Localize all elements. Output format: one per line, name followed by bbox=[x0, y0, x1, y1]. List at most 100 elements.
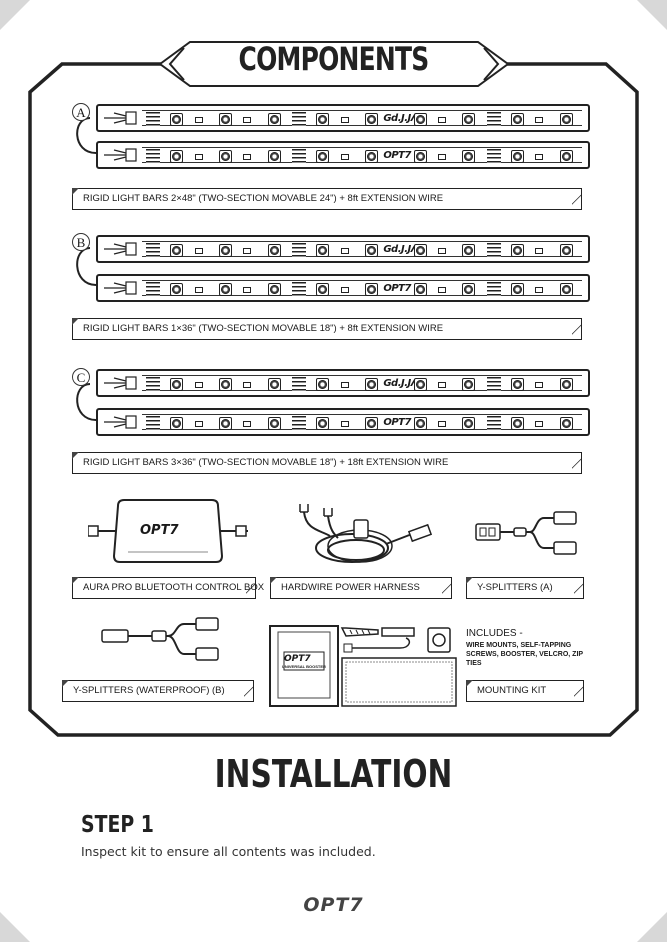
resistor-icon bbox=[340, 248, 349, 254]
power-harness-caption: HARDWIRE POWER HARNESS bbox=[270, 577, 452, 599]
bar-segment-icon bbox=[146, 377, 160, 393]
led-chip-icon bbox=[170, 113, 184, 126]
resistor-icon bbox=[194, 154, 203, 160]
resistor-icon bbox=[243, 117, 252, 123]
light-bar-b-top: Gd.J.JΛ bbox=[96, 235, 590, 263]
bar-segment-icon bbox=[292, 282, 306, 298]
led-chip-icon bbox=[219, 113, 232, 126]
resistor-icon bbox=[438, 248, 446, 254]
resistor-icon bbox=[535, 248, 544, 254]
bar-segment-icon bbox=[486, 377, 501, 393]
led-chip-icon bbox=[316, 150, 330, 163]
bar-logo: Gd.J.JΛ bbox=[383, 244, 418, 255]
bar-segment-icon bbox=[146, 282, 160, 298]
kit-a-badge: A bbox=[72, 103, 90, 121]
step-text: Inspect kit to ensure all contents was i… bbox=[81, 844, 376, 859]
kit-b-badge: B bbox=[72, 233, 90, 251]
led-chip-icon bbox=[365, 113, 378, 126]
led-chip-icon bbox=[511, 378, 524, 391]
kit-c-badge: C bbox=[72, 368, 90, 386]
led-chip-icon bbox=[413, 113, 427, 126]
resistor-icon bbox=[340, 117, 349, 123]
resistor-icon bbox=[438, 287, 446, 293]
led-chip-icon bbox=[462, 244, 476, 257]
led-chip-icon bbox=[316, 283, 330, 296]
bar-connector-icon bbox=[104, 110, 138, 126]
led-chip-icon bbox=[413, 283, 427, 296]
bar-segment-icon bbox=[292, 112, 306, 128]
led-chip-icon bbox=[170, 378, 184, 391]
bar-logo: Gd.J.JΛ bbox=[383, 378, 418, 389]
led-chip-icon bbox=[365, 378, 378, 391]
led-chip-icon bbox=[316, 417, 330, 430]
led-chip-icon bbox=[316, 244, 330, 257]
resistor-icon bbox=[535, 154, 544, 160]
bar-logo: OPT7 bbox=[383, 150, 411, 161]
led-chip-icon bbox=[219, 378, 232, 391]
led-chip-icon bbox=[316, 113, 330, 126]
bar-segment-icon bbox=[146, 112, 160, 128]
resistor-icon bbox=[340, 154, 349, 160]
light-bar-c-bottom: OPT7 bbox=[96, 408, 590, 436]
led-chip-icon bbox=[413, 378, 427, 391]
bar-segment-icon bbox=[486, 243, 501, 259]
led-chip-icon bbox=[462, 417, 476, 430]
includes-label: INCLUDES - bbox=[466, 628, 523, 639]
resistor-icon bbox=[194, 248, 203, 254]
resistor-icon bbox=[535, 421, 544, 427]
step-title: STEP 1 bbox=[81, 812, 154, 838]
led-chip-icon bbox=[170, 417, 184, 430]
kit-b-caption: RIGID LIGHT BARS 1×36" (TWO-SECTION MOVA… bbox=[72, 318, 582, 340]
led-chip-icon bbox=[219, 417, 232, 430]
bar-segment-icon bbox=[292, 416, 306, 432]
y-splitter-a-illustration bbox=[475, 511, 577, 555]
led-chip-icon bbox=[316, 378, 330, 391]
led-chip-icon bbox=[559, 417, 573, 430]
bar-logo: OPT7 bbox=[383, 417, 411, 428]
resistor-icon bbox=[340, 382, 349, 388]
resistor-icon bbox=[438, 117, 446, 123]
bar-connector-icon bbox=[104, 147, 138, 163]
led-chip-icon bbox=[219, 283, 232, 296]
resistor-icon bbox=[438, 421, 446, 427]
led-chip-icon bbox=[219, 150, 232, 163]
bar-segment-icon bbox=[486, 112, 501, 128]
led-chip-icon bbox=[559, 378, 573, 391]
booster-card-illustration bbox=[269, 625, 339, 707]
bar-connector-icon bbox=[104, 241, 138, 257]
led-chip-icon bbox=[462, 378, 476, 391]
resistor-icon bbox=[243, 248, 252, 254]
resistor-icon bbox=[194, 382, 203, 388]
power-harness-illustration bbox=[299, 504, 433, 563]
installation-title: INSTALLATION bbox=[214, 752, 453, 796]
led-chip-icon bbox=[267, 244, 281, 257]
bar-segment-icon bbox=[292, 377, 306, 393]
bar-segment-icon bbox=[146, 416, 160, 432]
includes-items: WIRE MOUNTS, SELF-TAPPING SCREWS, BOOSTE… bbox=[466, 642, 583, 667]
bar-segment-icon bbox=[486, 282, 501, 298]
led-chip-icon bbox=[365, 417, 378, 430]
kit-c-caption: RIGID LIGHT BARS 3×36" (TWO-SECTION MOVA… bbox=[72, 452, 582, 474]
control-box-logo: OPT7 bbox=[140, 523, 179, 538]
resistor-icon bbox=[535, 382, 544, 388]
y-splitter-a-caption: Y-SPLITTERS (A) bbox=[466, 577, 584, 599]
led-chip-icon bbox=[462, 150, 476, 163]
led-chip-icon bbox=[559, 150, 573, 163]
led-chip-icon bbox=[413, 417, 427, 430]
resistor-icon bbox=[243, 154, 252, 160]
bar-connector-icon bbox=[104, 375, 138, 391]
bar-connector-icon bbox=[104, 414, 138, 430]
resistor-icon bbox=[194, 421, 203, 427]
led-chip-icon bbox=[365, 244, 378, 257]
led-chip-icon bbox=[559, 113, 573, 126]
resistor-icon bbox=[243, 421, 252, 427]
y-splitter-b-caption: Y-SPLITTERS (WATERPROOF) (B) bbox=[62, 680, 254, 702]
led-chip-icon bbox=[267, 150, 281, 163]
resistor-icon bbox=[535, 117, 544, 123]
led-chip-icon bbox=[267, 417, 281, 430]
resistor-icon bbox=[243, 382, 252, 388]
kit-a-caption: RIGID LIGHT BARS 2×48" (TWO-SECTION MOVA… bbox=[72, 188, 582, 210]
footer-logo: OPT7 bbox=[303, 894, 364, 916]
resistor-icon bbox=[194, 117, 203, 123]
bar-segment-icon bbox=[292, 243, 306, 259]
